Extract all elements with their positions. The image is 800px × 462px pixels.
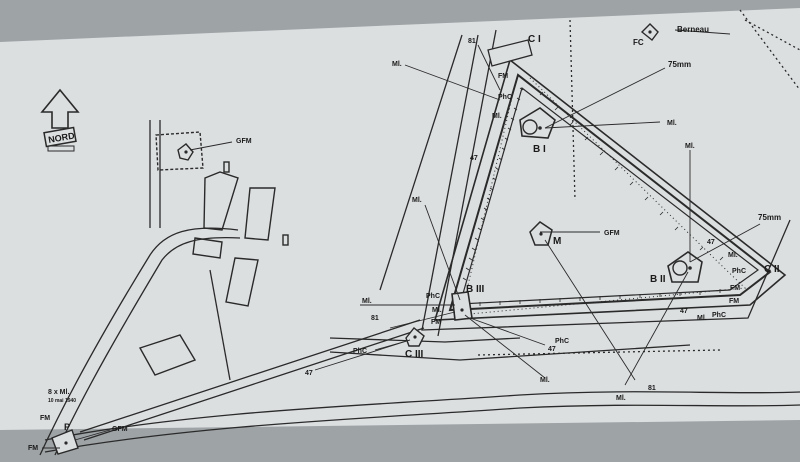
label-berneau: Berneau bbox=[677, 25, 709, 34]
label-phc-2: PhC bbox=[426, 293, 440, 300]
label-ciii: C III bbox=[405, 349, 424, 360]
block-bi bbox=[519, 107, 556, 139]
label-ml-5: Ml. bbox=[362, 298, 372, 305]
label-fm-1: FM bbox=[498, 73, 508, 80]
label-ml-2: Ml. bbox=[667, 120, 677, 127]
label-ml-10: Ml. bbox=[540, 377, 550, 384]
label-47-right: 47 bbox=[707, 239, 715, 246]
label-fm-4: FM bbox=[729, 298, 739, 305]
label-m: M bbox=[553, 236, 561, 247]
label-47-mid: 47 bbox=[548, 346, 556, 353]
fire-arrows bbox=[42, 29, 761, 449]
block-biii bbox=[451, 291, 473, 321]
block-ciii bbox=[405, 327, 425, 347]
label-ml-4: Ml. bbox=[412, 197, 422, 204]
label-ml-8: Ml. bbox=[697, 315, 707, 322]
label-47-left: 47 bbox=[470, 155, 478, 162]
label-cii: C II bbox=[764, 264, 780, 275]
label-gfm-north: GFM bbox=[236, 138, 252, 145]
label-fc: FC bbox=[633, 38, 644, 47]
label-phc-1: PhC bbox=[498, 94, 512, 101]
block-bii bbox=[667, 251, 703, 283]
label-75mm-right: 75mm bbox=[758, 213, 781, 222]
rampart-ticks bbox=[462, 87, 724, 306]
label-gfm-m: GFM bbox=[604, 230, 620, 237]
label-81-top: 81 bbox=[468, 38, 476, 45]
label-47-bottom: 47 bbox=[680, 308, 688, 315]
label-ml-9: Ml. bbox=[432, 307, 442, 314]
label-81-left: 81 bbox=[371, 315, 379, 322]
labels: C I B I M B II C II B III C III FC P Ber… bbox=[28, 25, 781, 452]
block-ci-shape bbox=[487, 39, 533, 67]
label-phc-4: PhC bbox=[712, 312, 726, 319]
label-bi: B I bbox=[533, 144, 546, 155]
block-gfm-north bbox=[177, 143, 194, 161]
label-ml-6: Ml. bbox=[492, 113, 502, 120]
label-ml-3: Ml. bbox=[685, 143, 695, 150]
label-81-bottom: 81 bbox=[648, 385, 656, 392]
north-label: NORD bbox=[47, 130, 75, 145]
label-fm-2: FM bbox=[431, 319, 441, 326]
label-phc-5: PhC bbox=[353, 348, 367, 355]
label-phc-3: PhC bbox=[732, 268, 746, 275]
label-47-ciii: 47 bbox=[305, 370, 313, 377]
memorial-date: 10 mai 1940 bbox=[48, 398, 76, 404]
label-ml-11: Ml. bbox=[616, 395, 626, 402]
north-arrow bbox=[40, 88, 80, 152]
label-fm-5: FM bbox=[40, 415, 50, 422]
barracks-buildings bbox=[138, 131, 289, 376]
label-fm-3: FM bbox=[730, 285, 740, 292]
fort-outer-lines bbox=[329, 9, 800, 361]
access-roads bbox=[39, 120, 800, 456]
label-ml-7: Ml. bbox=[728, 252, 738, 259]
fort-triangle bbox=[433, 58, 787, 321]
label-gfm-p: GFM bbox=[112, 426, 128, 433]
label-biii: B III bbox=[466, 284, 485, 295]
paper-sheet bbox=[0, 8, 800, 430]
block-fc bbox=[640, 23, 659, 41]
label-ci: C I bbox=[528, 34, 541, 45]
memorial-title: 8 x Ml. bbox=[48, 389, 69, 396]
label-ml-1: Ml. bbox=[392, 61, 402, 68]
label-phc-6: PhC bbox=[555, 338, 569, 345]
label-bii: B II bbox=[650, 274, 666, 285]
label-75mm-top: 75mm bbox=[668, 60, 691, 69]
label-p: P bbox=[64, 422, 70, 432]
label-fm-6: FM bbox=[28, 445, 38, 452]
block-m bbox=[529, 221, 553, 246]
